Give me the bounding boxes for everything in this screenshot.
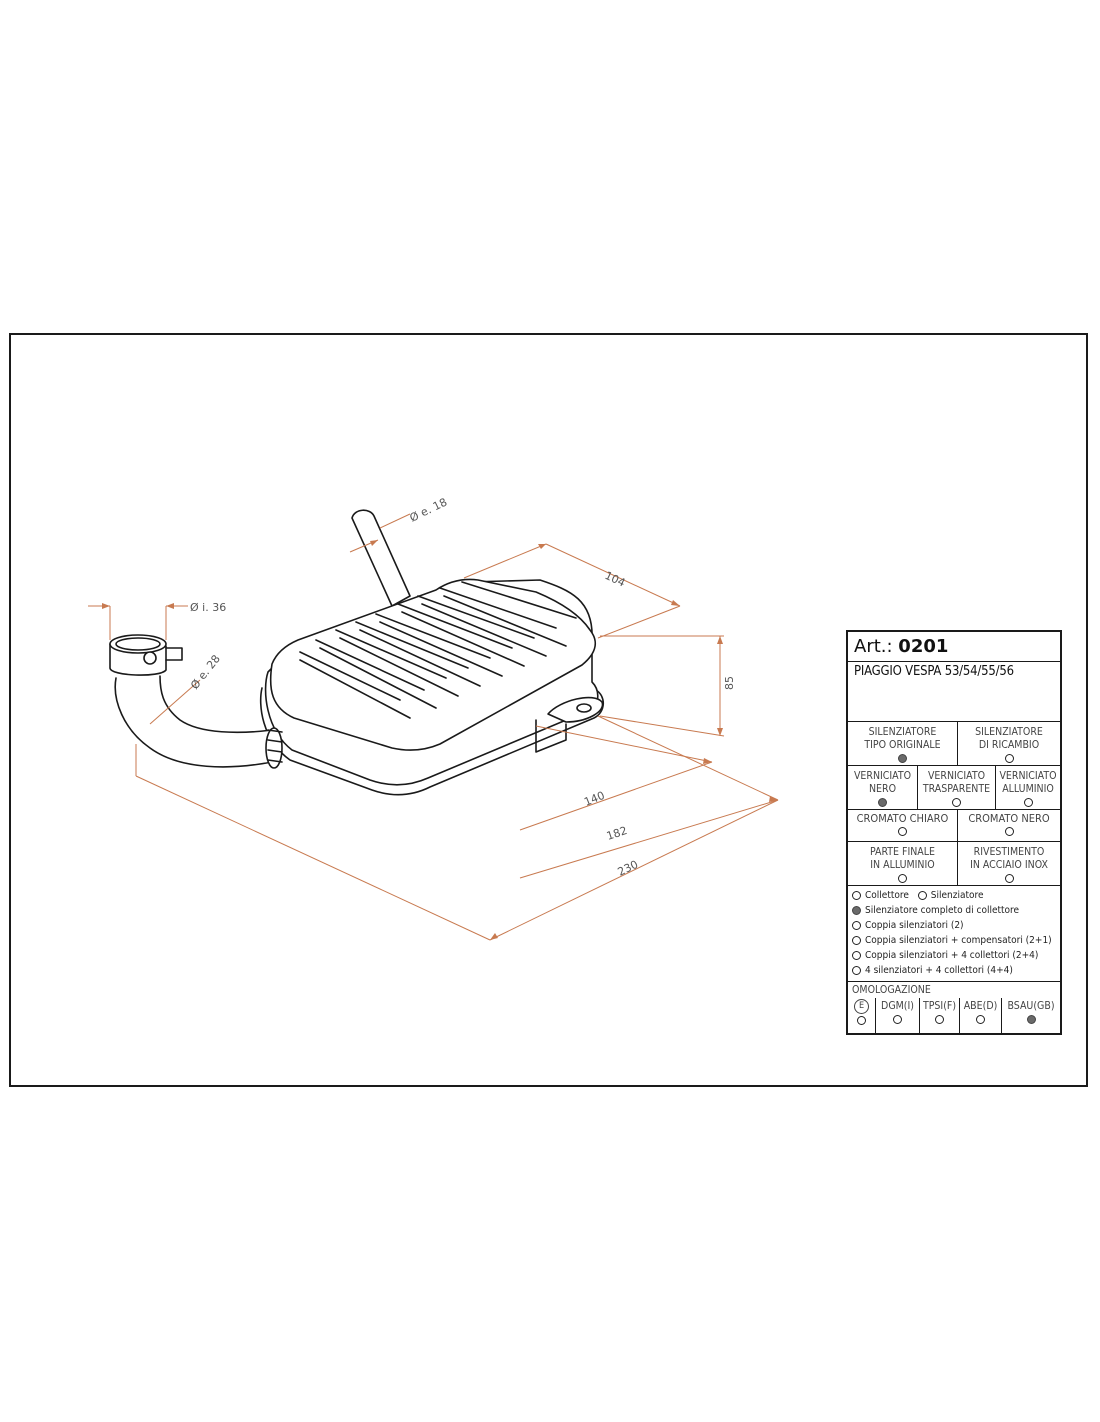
dim-length-182: 182 — [605, 824, 629, 843]
homologation-e-cell[interactable]: E — [848, 998, 876, 1033]
dim-width-104: 104 — [603, 569, 628, 590]
homologation-tpsi-cell[interactable]: TPSI(F) — [920, 998, 960, 1033]
radio-chrome-light[interactable] — [898, 826, 907, 836]
radio-type-replacement[interactable] — [1004, 753, 1014, 763]
radio-completo[interactable] — [852, 905, 861, 915]
chrome-light-cell[interactable]: CROMATO CHIARO — [848, 810, 958, 841]
radio-painted-black[interactable] — [878, 797, 887, 807]
option-coppia-comp: Coppia silenziatori + compensatori (2+1) — [852, 935, 1052, 946]
homologation-abe-cell[interactable]: ABE(D) — [960, 998, 1002, 1033]
muffler-body — [109, 509, 605, 796]
model-name: PIAGGIO VESPA 53/54/55/56 — [854, 664, 1014, 679]
homologation-title: OMOLOGAZIONE — [852, 984, 931, 996]
radio-collettore[interactable] — [852, 890, 861, 900]
radio-homologation-abe[interactable] — [976, 1014, 985, 1024]
dimension-arrows — [102, 540, 778, 940]
dim-height-85: 85 — [723, 676, 736, 690]
chrome-black-cell[interactable]: CROMATO NERO — [958, 810, 1060, 841]
option-coppia-coll: Coppia silenziatori + 4 collettori (2+4) — [852, 950, 1038, 961]
spec-table: Art.: 0201 PIAGGIO VESPA 53/54/55/56 SIL… — [846, 630, 1062, 1035]
dimension-lines — [88, 513, 779, 941]
chrome-row: CROMATO CHIARO CROMATO NERO — [848, 810, 1060, 842]
option-completo: Silenziatore completo di collettore — [852, 905, 1019, 916]
radio-painted-clear[interactable] — [952, 797, 961, 807]
end-alu-cell[interactable]: PARTE FINALE IN ALLUMINIO — [848, 842, 958, 885]
radio-chrome-black[interactable] — [1004, 826, 1014, 836]
radio-quattro[interactable] — [852, 965, 861, 975]
radio-painted-alu[interactable] — [1023, 797, 1033, 807]
radio-homologation-bsau[interactable] — [1026, 1014, 1036, 1024]
option-quattro: 4 silenziatori + 4 collettori (4+4) — [852, 965, 1013, 976]
dim-inner-diameter: Ø i. 36 — [190, 601, 226, 614]
painted-clear-cell[interactable]: VERNICIATO TRASPARENTE — [918, 766, 996, 809]
option-collettore-silenziatore: Collettore Silenziatore — [852, 890, 984, 901]
model-row: PIAGGIO VESPA 53/54/55/56 — [848, 662, 1060, 722]
dim-length-140: 140 — [582, 789, 606, 809]
radio-type-original[interactable] — [898, 753, 907, 763]
type-row: SILENZIATORE TIPO ORIGINALE SILENZIATORE… — [848, 722, 1060, 766]
e-mark-icon: E — [854, 999, 869, 1014]
type-replacement-cell[interactable]: SILENZIATORE DI RICAMBIO — [958, 722, 1060, 765]
radio-homologation-e[interactable] — [857, 1015, 866, 1025]
homologation-dgm-cell[interactable]: DGM(I) — [876, 998, 920, 1033]
homologation-bsau-cell[interactable]: BSAU(GB) — [1002, 998, 1060, 1033]
finish-row: PARTE FINALE IN ALLUMINIO RIVESTIMENTO I… — [848, 842, 1060, 886]
drawing-frame — [9, 333, 1088, 1087]
radio-homologation-tpsi[interactable] — [935, 1014, 944, 1024]
dim-pipe-diameter: Ø e. 28 — [188, 652, 223, 691]
radio-coppia[interactable] — [852, 920, 861, 930]
radio-coating-inox[interactable] — [1004, 873, 1014, 883]
radio-silenziatore[interactable] — [917, 890, 927, 900]
radio-coppia-comp[interactable] — [852, 935, 861, 945]
dim-outlet-diameter: Ø e. 18 — [408, 496, 450, 525]
radio-homologation-dgm[interactable] — [893, 1014, 902, 1024]
options-row: Collettore Silenziatore Silenziatore com… — [848, 886, 1060, 982]
type-original-cell[interactable]: SILENZIATORE TIPO ORIGINALE — [848, 722, 958, 765]
radio-coppia-coll[interactable] — [852, 950, 861, 960]
painted-black-cell[interactable]: VERNICIATO NERO — [848, 766, 918, 809]
paint-row: VERNICIATO NERO VERNICIATO TRASPARENTE V… — [848, 766, 1060, 810]
article-label: Art.: — [854, 636, 893, 657]
painted-alu-cell[interactable]: VERNICIATO ALLUMINIO — [996, 766, 1060, 809]
article-row: Art.: 0201 — [848, 632, 1060, 662]
coating-inox-cell[interactable]: RIVESTIMENTO IN ACCIAIO INOX — [958, 842, 1060, 885]
article-number: 0201 — [898, 636, 949, 657]
dim-length-230: 230 — [616, 858, 641, 879]
homologation-row: E DGM(I) TPSI(F) ABE(D) BSAU(GB) — [848, 998, 1060, 1033]
radio-end-alu[interactable] — [898, 873, 907, 883]
option-coppia: Coppia silenziatori (2) — [852, 920, 964, 931]
